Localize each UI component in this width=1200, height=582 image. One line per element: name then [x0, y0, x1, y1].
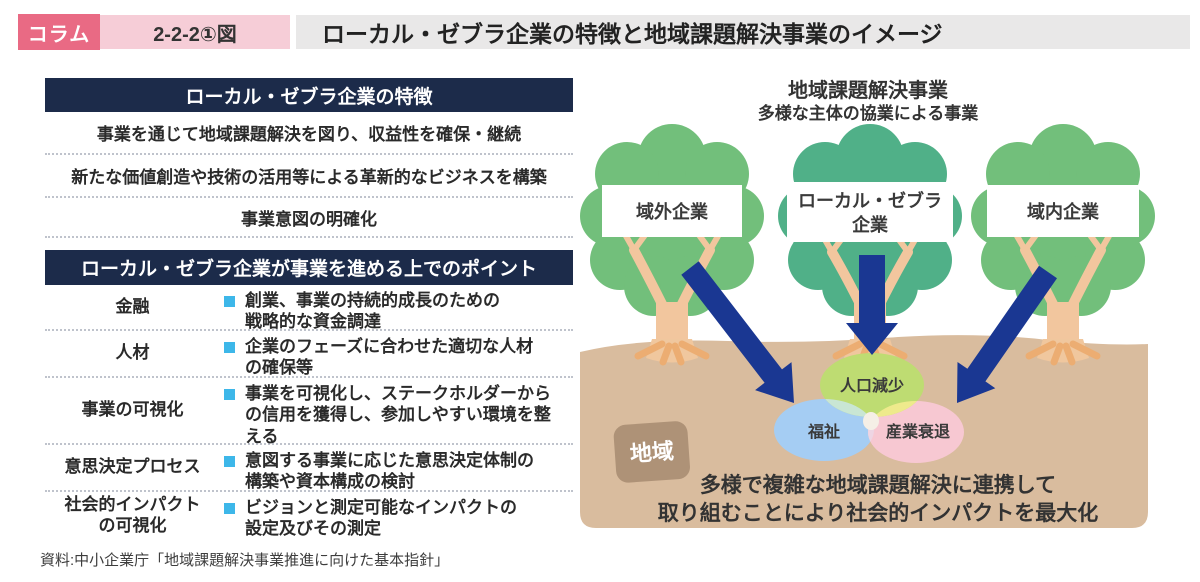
- issue-label: 産業衰退: [886, 422, 950, 441]
- tree-label: ローカル・ゼブラ: [798, 190, 942, 211]
- figure-number: 2-2-2①図: [100, 15, 290, 49]
- point-label: 事業の可視化: [81, 400, 184, 420]
- diagram-subtitle: 多様な主体の協業による事業: [758, 103, 979, 123]
- bullet-square-icon: [224, 296, 235, 307]
- arrow-right-icon: [957, 265, 1057, 403]
- bullet-square-icon: [224, 389, 235, 400]
- region-label: 地域: [629, 438, 675, 466]
- bullet-square-icon: [224, 503, 235, 514]
- tree-label-box: [602, 185, 742, 237]
- point-row: 人材 企業のフェーズに合わせた適切な人材 の確保等: [45, 331, 573, 378]
- point-text: 企業のフェーズに合わせた適切な人材 の確保等: [245, 337, 534, 378]
- point-label: 人材: [115, 343, 150, 363]
- issue-label: 人口減少: [840, 376, 904, 395]
- point-row: 金融 創業、事業の持続的成長のための 戦略的な資金調達: [45, 285, 573, 331]
- diagram-title: 地域課題解決事業: [788, 78, 949, 102]
- feature-row: 新たな価値創造や技術の活用等による革新的なビジネスを構築: [45, 155, 573, 198]
- point-row: 意思決定プロセス 意図する事業に応じた意思決定体制の 構築や資本構成の検討: [45, 445, 573, 492]
- arrows: [681, 255, 1057, 403]
- arrow-left-icon: [681, 261, 794, 403]
- point-text: 意図する事業に応じた意思決定体制の 構築や資本構成の検討: [245, 451, 534, 492]
- tree-label-box: [987, 185, 1139, 237]
- issue-welfare-circle: [774, 399, 874, 461]
- diagram: 地域課題解決事業 多様な主体の協業による事業 域外企業: [580, 78, 1155, 528]
- point-row: 社会的インパクト の可視化 ビジョンと測定可能なインパクトの 設定及びその測定: [45, 492, 573, 540]
- source-note: 資料:中小企業庁「地域課題解決事業推進に向けた基本指針」: [40, 552, 450, 569]
- diagram-caption-line: 取り組むことにより社会的インパクトを最大化: [658, 501, 1099, 525]
- points-table: ローカル・ゼブラ企業が事業を進める上でのポイント 金融 創業、事業の持続的成長の…: [45, 250, 573, 540]
- issue-industry-circle: [868, 401, 964, 463]
- tree-label: 域外企業: [636, 201, 709, 222]
- point-label: 意思決定プロセス: [64, 457, 201, 477]
- issue-circles: 人口減少 福祉 産業衰退: [774, 353, 964, 463]
- point-text: 事業を可視化し、ステークホルダーから の信用を獲得し、参加しやすい環境を整 える: [245, 384, 551, 446]
- region-badge: 地域: [613, 421, 690, 483]
- features-table-header: ローカル・ゼブラ企業の特徴: [45, 78, 573, 112]
- tree-outside-company: 域外企業: [580, 124, 764, 342]
- tree-label: 域内企業: [1027, 201, 1100, 222]
- bullet-square-icon: [224, 456, 235, 467]
- point-text: 創業、事業の持続的成長のための 戦略的な資金調達: [245, 291, 500, 332]
- tree-label-box: [787, 182, 953, 242]
- point-label: 社会的インパクト の可視化: [64, 495, 201, 535]
- point-label: 金融: [115, 296, 150, 316]
- diagram-caption-line: 多様で複雑な地域課題解決に連携して: [700, 473, 1056, 497]
- issue-label: 福祉: [807, 422, 840, 441]
- tree-inside-company: 域内企業: [971, 124, 1155, 342]
- arrow-middle-icon: [846, 255, 898, 355]
- point-text: ビジョンと測定可能なインパクトの 設定及びその測定: [245, 498, 517, 539]
- figure-title: ローカル・ゼブラ企業の特徴と地域課題解決事業のイメージ: [296, 15, 1190, 49]
- column-badge: コラム: [18, 14, 100, 50]
- point-row: 事業の可視化 事業を可視化し、ステークホルダーから の信用を獲得し、参加しやすい…: [45, 378, 573, 446]
- overlap-center: [863, 412, 879, 430]
- feature-row: 事業意図の明確化: [45, 198, 573, 238]
- issue-population-circle: [820, 353, 924, 417]
- points-table-header: ローカル・ゼブラ企業が事業を進める上でのポイント: [45, 250, 573, 285]
- tree-label: 企業: [851, 214, 889, 235]
- features-table: ローカル・ゼブラ企業の特徴 事業を通じて地域課題解決を図り、収益性を確保・継続 …: [45, 78, 573, 238]
- feature-row: 事業を通じて地域課題解決を図り、収益性を確保・継続: [45, 112, 573, 155]
- bullet-square-icon: [224, 342, 235, 353]
